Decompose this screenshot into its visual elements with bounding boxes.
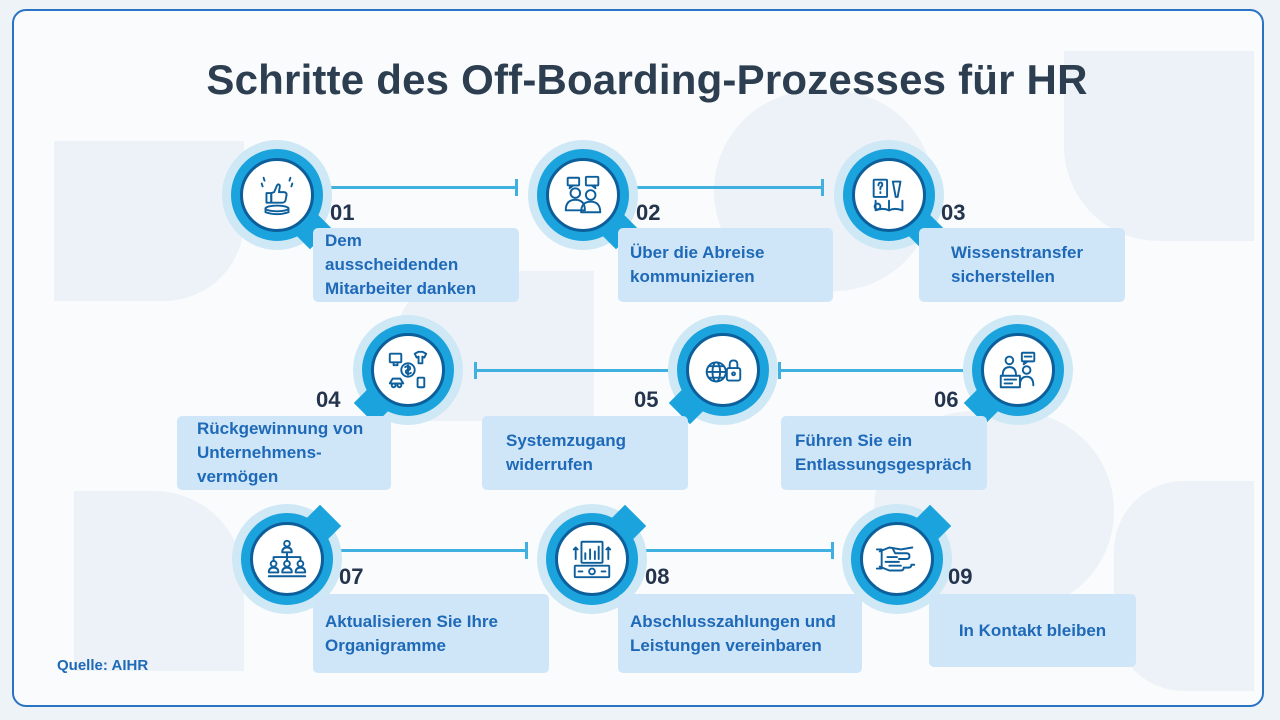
connector-08-09 [634,542,834,559]
payment-chart-icon [572,540,612,579]
step-05-icon-circle [668,315,778,425]
step-01-label: Dem ausscheidenden Mitarbeiter danken [313,228,519,302]
globe-lock-icon [705,359,742,383]
step-07-icon-circle [232,504,342,614]
step-02-label: Über die Abreise kommunizieren [618,228,833,302]
step-04-icon-circle [353,315,463,425]
step-05-label-line-2: widerrufen [506,455,593,474]
step-08-number: 08 [645,564,670,589]
connector-07-08 [330,542,528,559]
step-01-label-line-2: ausscheidenden [325,255,459,274]
step-03-label: Wissenstransfer sicherstellen [919,228,1125,302]
step-01-label-line-3: Mitarbeiter danken [325,279,477,298]
connector-04-05 [474,362,674,379]
step-03-icon-circle [834,140,944,250]
step-02-label-line-2: kommunizieren [630,267,755,286]
step-01-icon-circle [222,140,332,250]
step-09-label: In Kontakt bleiben [929,594,1136,667]
connector-02-03 [622,179,824,196]
connector-05-06 [778,362,974,379]
book-knowledge-icon [872,178,904,212]
step-06-label: Führen Sie ein Entlassungsgespräch [781,416,987,490]
step-08-label-line-2: Leistungen vereinbaren [630,635,822,655]
step-05-label: Systemzugang widerrufen [482,416,688,490]
source-label: Quelle: [57,657,108,674]
step-09-label-line-1: In Kontakt bleiben [958,620,1107,640]
page-title: Schritte des Off-Boarding-Prozesses für … [206,56,1088,103]
source-note: Quelle: AIHR [57,657,148,674]
step-01-number: 01 [330,200,355,225]
company-assets-icon [388,350,428,389]
step-07-label: Aktualisieren Sie Ihre Organigramme [313,594,549,673]
step-08-label: Abschlusszahlungen und Leistungen verein… [618,594,862,673]
step-05-number: 05 [634,387,659,412]
exit-interview-icon [999,351,1036,389]
step-04-label-line-3: vermögen [197,467,279,486]
step-06-icon-circle [963,315,1073,425]
thumbs-up-award-icon [260,176,294,216]
step-06-number: 06 [934,387,959,412]
step-03-label-line-1: Wissenstransfer [951,243,1084,262]
step-05-label-line-1: Systemzugang [506,431,626,450]
step-01-label-line-1: Dem [325,231,362,250]
step-07-label-line-2: Organigramme [325,635,446,655]
step-02-label-line-1: Über die Abreise [630,243,765,262]
connector-01-02 [318,179,518,196]
org-chart-icon [267,539,307,578]
step-08-label-line-1: Abschlusszahlungen und [630,611,836,631]
step-04-label-line-1: Rückgewinnung von [197,419,364,438]
step-03-number: 03 [941,200,966,225]
step-09-number: 09 [948,564,973,589]
step-04-label: Rückgewinnung von Unternehmens- vermögen [177,416,391,490]
step-06-label-line-1: Führen Sie ein [795,431,913,450]
step-03-label-line-2: sicherstellen [951,267,1055,286]
step-04-label-line-2: Unternehmens- [197,443,322,462]
step-04-number: 04 [316,387,341,412]
source-value: AIHR [111,657,149,674]
step-07-number: 07 [339,564,364,589]
people-chat-icon [564,175,602,214]
step-07-label-line-1: Aktualisieren Sie Ihre [325,611,498,631]
handshake-icon [875,546,916,572]
step-02-number: 02 [636,200,661,225]
step-06-label-line-2: Entlassungsgespräch [795,455,972,474]
step-09-icon-circle [842,504,952,614]
